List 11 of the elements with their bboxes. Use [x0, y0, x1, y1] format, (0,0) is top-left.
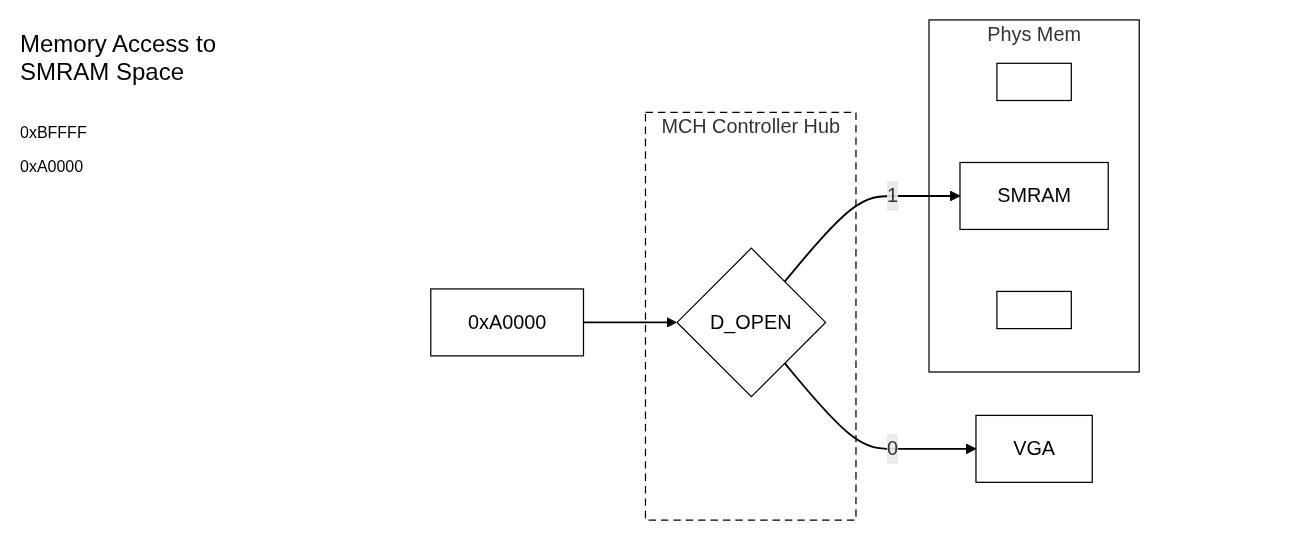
address-label: 0xA0000 — [20, 158, 84, 176]
diagram-title: Memory Access to SMRAM Space — [20, 30, 218, 86]
edge-label: 0 — [886, 437, 899, 459]
node-box: 0xA0000 — [430, 288, 585, 357]
address-label: 0xBFFFF — [20, 124, 87, 142]
edge-label: 1 — [886, 184, 899, 206]
node-diamond: D_OPEN — [676, 247, 827, 398]
node-box — [996, 290, 1072, 330]
node-box: SMRAM — [959, 161, 1109, 231]
node-box — [996, 62, 1072, 102]
node-box: VGA — [975, 414, 1093, 483]
